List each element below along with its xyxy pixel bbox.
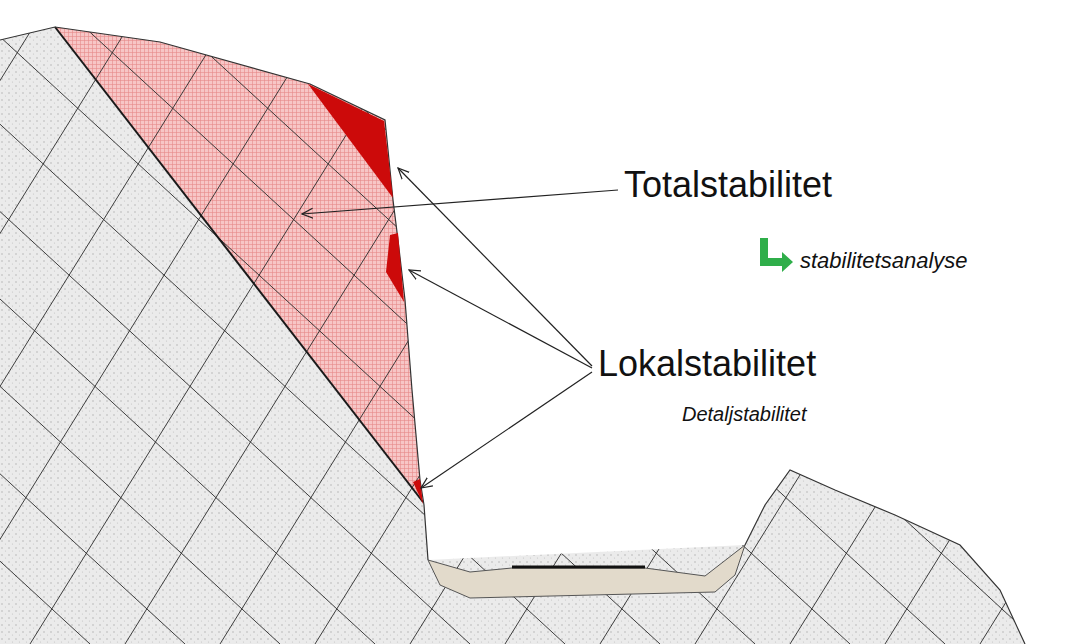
leader-line — [409, 270, 592, 368]
joint-line — [0, 0, 660, 644]
joint-line — [910, 0, 1074, 644]
joint-line — [315, 0, 715, 644]
sub-label: Detaljstabilitet — [682, 402, 807, 426]
road-surface — [512, 566, 645, 569]
joint-line — [435, 0, 1074, 644]
joint-line — [125, 0, 525, 644]
joint-line — [980, 0, 1074, 644]
joint-line — [695, 0, 1074, 644]
joint-line — [0, 0, 470, 644]
joint-line — [530, 0, 1074, 644]
main-label: Lokalstabilitet — [598, 342, 816, 385]
joint-line — [505, 0, 905, 644]
joint-line — [790, 0, 1074, 644]
joint-line — [150, 0, 850, 644]
joint-line — [245, 0, 945, 644]
unstable-rock-block — [55, 27, 423, 502]
joint-line — [600, 0, 1000, 644]
sliding-plane — [55, 27, 423, 502]
rock-outline — [0, 27, 1025, 644]
loose-block — [413, 479, 423, 504]
joint-line — [0, 0, 565, 644]
joint-line — [625, 0, 1074, 644]
joint-line — [55, 0, 755, 644]
joint-line — [1005, 0, 1074, 644]
leader-line — [398, 168, 592, 366]
main-label: Totalstabilitet — [624, 163, 832, 206]
joint-line — [340, 0, 1040, 644]
leader-line — [302, 190, 618, 214]
joint-line — [0, 0, 145, 644]
loose-block — [386, 233, 404, 302]
joint-line — [720, 0, 1074, 644]
joint-line — [0, 0, 185, 644]
joint-line — [0, 0, 90, 644]
loose-block — [308, 84, 393, 198]
joint-line — [220, 0, 620, 644]
sub-label: stabilitetsanalyse — [800, 248, 968, 274]
road-fill — [428, 545, 745, 598]
green-arrow — [760, 238, 793, 272]
joint-line — [815, 0, 1074, 644]
rock-mass — [0, 27, 1025, 644]
leader-line — [421, 372, 592, 488]
joint-line — [0, 0, 280, 644]
joint-line — [30, 0, 430, 644]
joint-line — [885, 0, 1074, 644]
joint-line — [410, 0, 810, 644]
